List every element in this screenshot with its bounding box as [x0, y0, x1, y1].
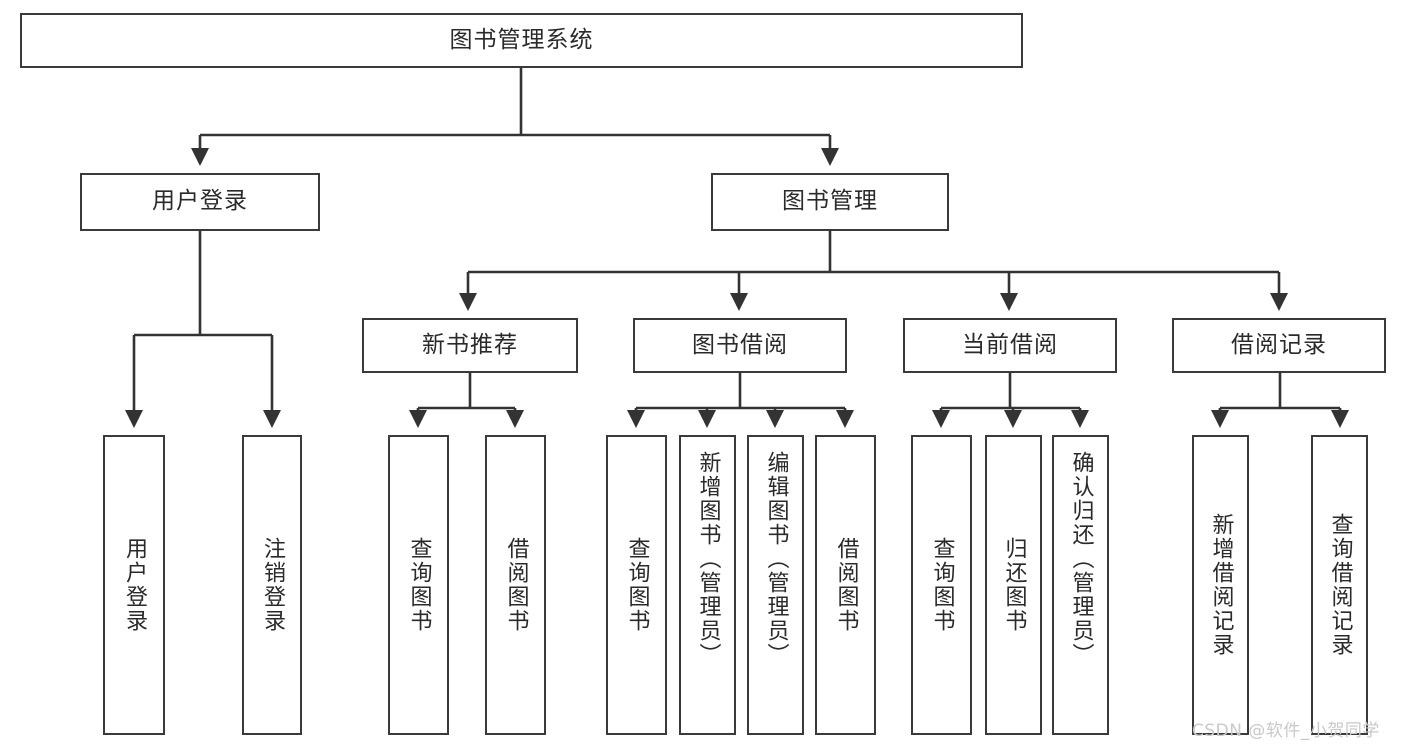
node-book-borrow[interactable]: 图书借阅: [633, 318, 847, 373]
node-root[interactable]: 图书管理系统: [20, 13, 1023, 68]
leaf-add-record-label: 新增借阅记录: [1208, 513, 1234, 657]
node-current-borrow[interactable]: 当前借阅: [903, 318, 1117, 373]
leaf-borrow-book-2-label: 借阅图书: [833, 537, 859, 633]
edge-new-book-rec-to-leaves: [408, 373, 525, 429]
leaf-logout-label: 注销登录: [259, 537, 285, 633]
edge-current-borrow-to-leaves: [931, 373, 1090, 429]
leaf-add-book-label: 新增图书（管理员）: [695, 451, 721, 667]
leaf-borrow-book-1[interactable]: 借阅图书: [485, 435, 546, 735]
leaf-user-login-label: 用户登录: [121, 537, 147, 633]
node-user-login[interactable]: 用户登录: [80, 173, 320, 231]
leaf-add-record[interactable]: 新增借阅记录: [1192, 435, 1249, 735]
leaf-query-book-2-label: 查询图书: [624, 537, 650, 633]
node-borrow-record[interactable]: 借阅记录: [1172, 318, 1386, 373]
leaf-confirm-return[interactable]: 确认归还（管理员）: [1052, 435, 1109, 735]
leaf-return-book-label: 归还图书: [1001, 537, 1027, 633]
node-root-label: 图书管理系统: [449, 26, 594, 53]
leaf-logout[interactable]: 注销登录: [242, 435, 302, 735]
edge-user-login-to-leaves: [124, 231, 282, 429]
edge-borrow-record-to-leaves: [1210, 373, 1350, 429]
leaf-add-book[interactable]: 新增图书（管理员）: [679, 435, 736, 735]
leaf-query-record[interactable]: 查询借阅记录: [1311, 435, 1368, 735]
leaf-query-book-3[interactable]: 查询图书: [911, 435, 972, 735]
node-borrow-record-label: 借阅记录: [1231, 331, 1327, 358]
leaf-query-book-2[interactable]: 查询图书: [606, 435, 667, 735]
leaf-query-record-label: 查询借阅记录: [1327, 513, 1353, 657]
leaf-query-book-1-label: 查询图书: [406, 537, 432, 633]
leaf-borrow-book-1-label: 借阅图书: [503, 537, 529, 633]
leaf-edit-book[interactable]: 编辑图书（管理员）: [747, 435, 804, 735]
watermark: CSDN @软件_小贺同学: [1192, 721, 1380, 741]
leaf-edit-book-label: 编辑图书（管理员）: [763, 451, 789, 667]
node-book-borrow-label: 图书借阅: [692, 331, 788, 358]
leaf-confirm-return-label: 确认归还（管理员）: [1068, 451, 1094, 667]
leaf-user-login[interactable]: 用户登录: [103, 435, 165, 735]
node-book-manage-label: 图书管理: [782, 188, 878, 215]
edge-book-borrow-to-leaves: [626, 373, 855, 429]
edge-root-to-level1: [190, 68, 840, 167]
node-new-book-rec[interactable]: 新书推荐: [362, 318, 578, 373]
leaf-return-book[interactable]: 归还图书: [985, 435, 1042, 735]
node-user-login-label: 用户登录: [152, 188, 248, 215]
node-book-manage[interactable]: 图书管理: [711, 173, 949, 231]
node-current-borrow-label: 当前借阅: [962, 331, 1058, 358]
leaf-query-book-1[interactable]: 查询图书: [388, 435, 449, 735]
node-new-book-rec-label: 新书推荐: [422, 331, 518, 358]
edge-book-manage-to-level2: [458, 231, 1289, 312]
leaf-borrow-book-2[interactable]: 借阅图书: [815, 435, 876, 735]
leaf-query-book-3-label: 查询图书: [929, 537, 955, 633]
